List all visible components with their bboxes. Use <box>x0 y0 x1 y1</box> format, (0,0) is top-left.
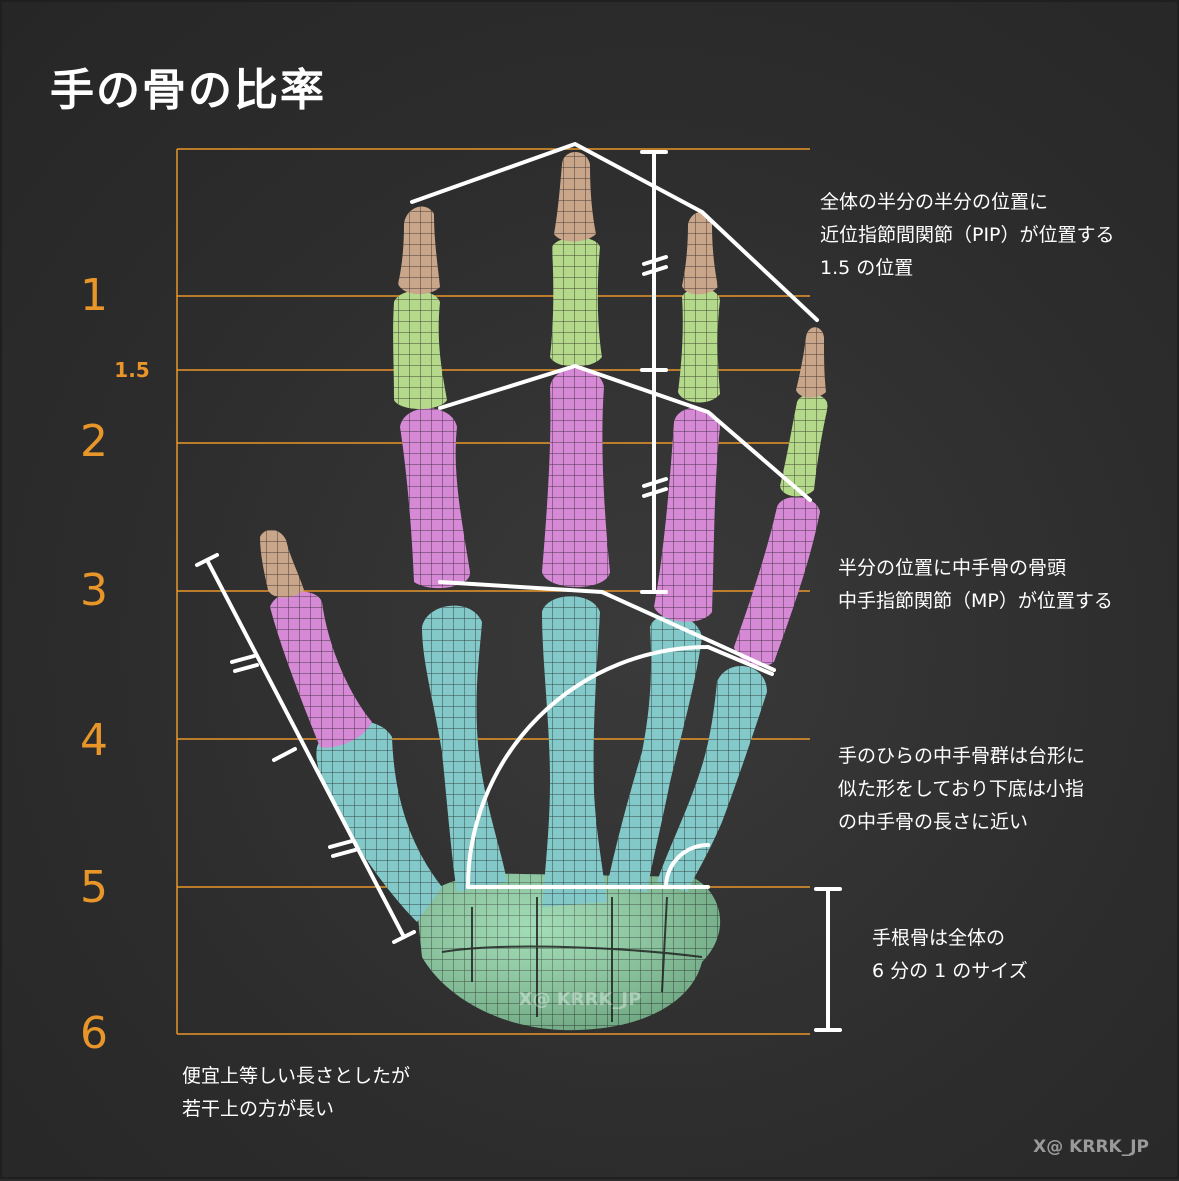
note-carpal-line-1: 手根骨は全体の <box>872 927 1006 949</box>
distal-thumb <box>260 529 304 598</box>
page-title: 手の骨の比率 <box>50 65 326 116</box>
thumb-length-bracket <box>195 553 416 944</box>
mp-outline <box>438 580 776 672</box>
pip-outline <box>438 364 812 502</box>
note-pip-line-2: 近位指節間関節（PIP）が位置する <box>820 224 1115 246</box>
note-metacarpal-line-2: 似た形をしており下底は小指 <box>838 778 1084 800</box>
distal-little <box>796 327 826 398</box>
proximal-middle <box>542 368 610 587</box>
middle-little <box>780 394 828 497</box>
middle-ring <box>678 288 720 403</box>
note-mp-line-2: 中手指節関節（MP）が位置する <box>838 590 1113 612</box>
scale-label-1: 1 <box>80 270 108 321</box>
annotation-lines <box>195 142 842 1032</box>
scale-label-6: 6 <box>80 1008 108 1059</box>
middle-middle <box>550 237 602 367</box>
proximal-ring <box>654 407 720 622</box>
note-mp: 半分の位置に中手骨の骨頭 中手指節関節（MP）が位置する <box>838 552 1113 618</box>
fingertip-outline <box>410 142 819 322</box>
carpal-bones <box>417 873 721 1031</box>
note-pip: 全体の半分の半分の位置に 近位指節間関節（PIP）が位置する 1.5 の位置 <box>820 186 1115 285</box>
scale-label-3: 3 <box>80 565 108 616</box>
metacarpal-little <box>657 665 767 892</box>
scale-label-2: 2 <box>80 416 108 467</box>
middle-phalanges <box>393 237 828 497</box>
middle-index <box>393 290 447 409</box>
note-thumb-line-2: 若干上の方が長い <box>182 1098 335 1120</box>
metacarpal-thumb <box>316 720 442 922</box>
note-thumb: 便宜上等しい長さとしたが 若干上の方が長い <box>182 1060 410 1126</box>
proximal-index <box>400 408 471 589</box>
distal-phalanges <box>260 152 826 598</box>
center-watermark: X@ KRRK_JP <box>519 989 642 1010</box>
proximal-thumb <box>270 591 372 748</box>
distal-ring <box>682 212 718 295</box>
note-mp-line-1: 半分の位置に中手骨の骨頭 <box>838 557 1067 579</box>
metacarpal-ring <box>607 614 702 892</box>
carpal-bracket <box>814 887 842 1032</box>
scale-label-1-5: 1.5 <box>114 358 150 382</box>
note-metacarpal: 手のひらの中手骨群は台形に 似た形をしており下底は小指 の中手骨の長さに近い <box>838 740 1085 839</box>
note-metacarpal-line-3: の中手骨の長さに近い <box>838 811 1029 833</box>
metacarpal-index <box>422 605 507 892</box>
finger-length-bracket <box>640 150 668 594</box>
note-thumb-line-1: 便宜上等しい長さとしたが <box>182 1065 411 1087</box>
note-carpal-line-2: 6 分の 1 のサイズ <box>872 960 1028 982</box>
note-metacarpal-line-1: 手のひらの中手骨群は台形に <box>838 745 1086 767</box>
metacarpals <box>316 596 767 922</box>
proximal-little <box>734 496 820 667</box>
metacarpal-arc <box>466 645 774 889</box>
guide-lines <box>176 148 810 1035</box>
metacarpal-middle <box>542 596 607 907</box>
distal-index <box>398 206 440 295</box>
note-pip-line-3: 1.5 の位置 <box>820 257 914 279</box>
note-carpal: 手根骨は全体の 6 分の 1 のサイズ <box>872 922 1028 988</box>
scale-label-5: 5 <box>80 862 108 913</box>
distal-middle <box>554 152 596 242</box>
scale-label-4: 4 <box>80 715 108 766</box>
note-pip-line-1: 全体の半分の半分の位置に <box>820 191 1049 213</box>
proximal-phalanges <box>270 368 820 748</box>
author-credit: X@ KRRK_JP <box>1033 1137 1149 1157</box>
